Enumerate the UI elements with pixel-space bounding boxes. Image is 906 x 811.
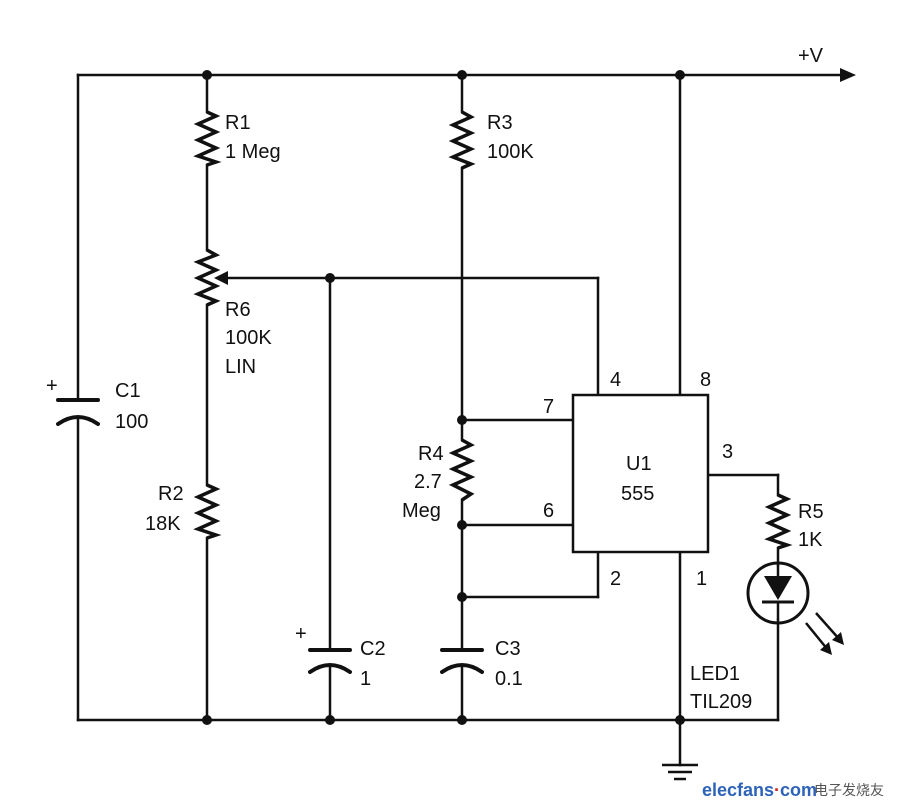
u1-ref: U1 xyxy=(626,453,652,475)
junctions xyxy=(202,70,685,725)
junction-dot xyxy=(202,715,212,725)
r6-value: 100K xyxy=(225,327,272,349)
resistors xyxy=(193,110,793,550)
r5-resistor-symbol xyxy=(764,493,793,550)
led-body xyxy=(746,561,810,625)
r4-value-line2: Meg xyxy=(402,500,441,522)
junction-dot xyxy=(325,715,335,725)
r1-ref: R1 xyxy=(225,112,251,134)
watermark-tail: com xyxy=(780,780,817,800)
wires xyxy=(76,73,842,767)
pin-1-label: 1 xyxy=(696,568,707,590)
junction-dot xyxy=(457,592,467,602)
r3-value: 100K xyxy=(487,141,534,163)
led1-symbol xyxy=(746,561,844,655)
r1-value: 1 Meg xyxy=(225,141,281,163)
r4-resistor-symbol xyxy=(448,438,476,502)
capacitors xyxy=(56,398,484,674)
light-arrowhead-icon xyxy=(820,642,832,655)
c1-plate-bottom xyxy=(56,415,100,426)
wiper-arrow-icon xyxy=(214,271,228,285)
site-watermark: elecfans·com 电子发烧友 xyxy=(702,780,884,800)
c1-ref: C1 xyxy=(115,380,141,402)
junction-dot xyxy=(457,70,467,80)
c2-polarity: + xyxy=(295,623,307,645)
r2-ref: R2 xyxy=(158,483,184,505)
c2-plate-bottom xyxy=(308,663,352,674)
c1-value: 100 xyxy=(115,411,148,433)
junction-dot xyxy=(457,520,467,530)
r5-value: 1K xyxy=(798,529,823,551)
r3-resistor-symbol xyxy=(448,110,476,170)
junction-dot xyxy=(675,715,685,725)
pin-6-label: 6 xyxy=(543,500,554,522)
c3-value: 0.1 xyxy=(495,668,523,690)
r1-resistor-symbol xyxy=(193,110,222,167)
junction-dot xyxy=(202,70,212,80)
r6-potentiometer-symbol xyxy=(193,248,221,307)
r4-ref: R4 xyxy=(418,443,444,465)
c3-plate-bottom xyxy=(440,663,484,674)
pin-2-label: 2 xyxy=(610,568,621,590)
junction-dot xyxy=(457,415,467,425)
r4-value-line1: 2.7 xyxy=(414,471,442,493)
c2-value: 1 xyxy=(360,668,371,690)
pin-4-label: 4 xyxy=(610,369,621,391)
led1-ref: LED1 xyxy=(690,663,740,685)
r6-taper: LIN xyxy=(225,356,256,378)
u1-part: 555 xyxy=(621,483,654,505)
pin-8-label: 8 xyxy=(700,369,711,391)
r6-ref: R6 xyxy=(225,299,251,321)
c2-ref: C2 xyxy=(360,638,386,660)
supply-arrow-icon xyxy=(840,68,856,82)
led1-part: TIL209 xyxy=(690,691,752,713)
pin-3-label: 3 xyxy=(722,441,733,463)
r2-resistor-symbol xyxy=(193,483,222,540)
watermark-dot: · xyxy=(774,780,780,800)
junction-dot xyxy=(325,273,335,283)
c1-polarity: + xyxy=(46,375,58,397)
u1-ic-body xyxy=(571,393,710,554)
pin-7-label: 7 xyxy=(543,396,554,418)
c3-ref: C3 xyxy=(495,638,521,660)
junction-dot xyxy=(457,715,467,725)
supply-label: +V xyxy=(798,45,824,67)
r3-ref: R3 xyxy=(487,112,513,134)
r5-ref: R5 xyxy=(798,501,824,523)
light-arrowhead-icon xyxy=(832,632,844,645)
led-diode-triangle-icon xyxy=(764,576,792,600)
svg-text:elecfans·com: elecfans·com xyxy=(702,780,817,800)
watermark-tagline: 电子发烧友 xyxy=(814,783,884,799)
watermark-brand: elecfans xyxy=(702,780,774,800)
light-arrow-icon xyxy=(815,612,841,641)
junction-dot xyxy=(675,70,685,80)
ground-symbol-icon xyxy=(662,763,698,781)
r2-value: 18K xyxy=(145,513,181,535)
light-arrow-icon xyxy=(805,622,829,651)
